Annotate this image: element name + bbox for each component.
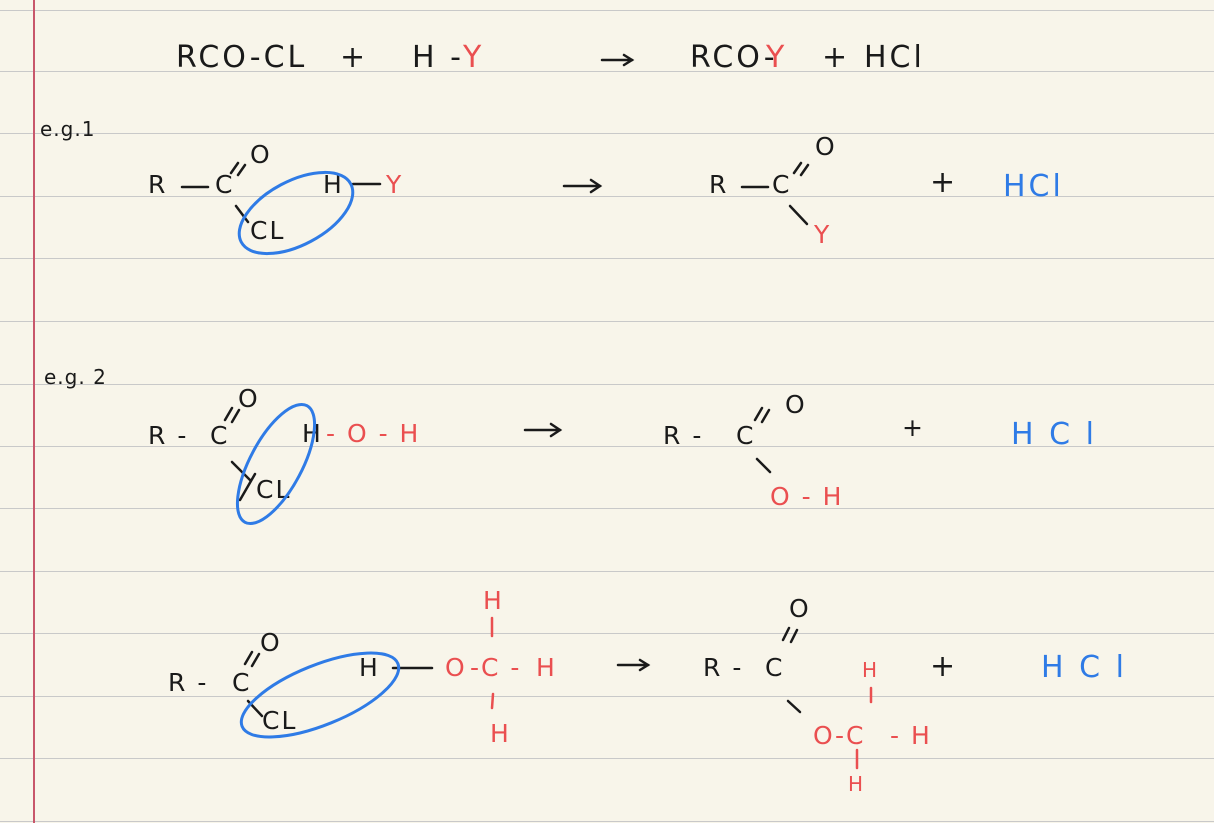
ruled-line (0, 10, 1214, 11)
ex1-bond-c-cl (234, 204, 250, 224)
ex3-prod-ester-h-top: H (862, 658, 879, 682)
ex3-arrow (616, 658, 651, 672)
general-reagent-h: H - (412, 40, 464, 75)
example-2-label: e.g. 2 (44, 365, 107, 389)
ex1-prod-c: C (772, 170, 792, 199)
ruled-line (0, 508, 1214, 509)
ex1-prod-o: O (815, 132, 837, 161)
ex1-y: Y (386, 170, 404, 199)
ex1-h: H (323, 170, 344, 199)
margin-line (33, 0, 35, 823)
ex1-r: R (148, 170, 168, 199)
ex2-dash-oh: - O - H (326, 419, 421, 448)
ex3-prod-ester-c: -C (835, 721, 866, 750)
general-arrow (600, 53, 635, 67)
ex2-highlight-loop (235, 402, 317, 526)
ex2-bond-cl-mark (238, 472, 257, 502)
ex1-prod-r: R (709, 170, 729, 199)
ex3-o: O (260, 628, 282, 657)
ex3-methanol-h-right: H (536, 653, 557, 682)
ex3-bond-c-o (243, 650, 261, 668)
ex3-methanol-h-bottom: H (490, 719, 511, 748)
ruled-line (0, 321, 1214, 322)
example-1-label: e.g.1 (40, 117, 96, 141)
ex1-plus: + (930, 165, 959, 200)
ex3-prod-ester-h-bottom: H (848, 772, 865, 796)
ex2-bond-c-cl (230, 460, 252, 482)
ruled-line (0, 758, 1214, 759)
ex1-prod-bond-c-o (792, 161, 810, 177)
ex1-prod-bond-c-y (788, 204, 809, 226)
general-plus-2: + (822, 40, 851, 75)
general-reagent-y: Y (463, 40, 485, 75)
ex3-c: C (232, 668, 252, 697)
ruled-line (0, 571, 1214, 572)
ex2-prod-c: C (736, 421, 756, 450)
ruled-line (0, 196, 1214, 197)
ex2-r: R - (148, 421, 189, 450)
ex2-h: H (302, 419, 323, 448)
ruled-line (0, 446, 1214, 447)
ex3-prod-bond-c-o (781, 626, 799, 644)
ex2-plus: + (902, 413, 925, 442)
ex3-bond-c-h-bottom (490, 692, 495, 710)
ex3-highlight-loop (239, 651, 401, 739)
ex3-methanol-h-top: H (483, 586, 504, 615)
ex1-cl: CL (250, 216, 286, 245)
ex1-byproduct: HCl (1003, 169, 1064, 204)
ex2-prod-bond-c-oh (755, 457, 772, 474)
general-plus: + (340, 40, 369, 75)
ex3-plus: + (930, 649, 959, 684)
ex2-bond-c-o (223, 406, 241, 424)
ex3-methanol-o: O (445, 653, 467, 682)
ex1-bond-c-o (229, 161, 247, 177)
ex1-prod-y: Y (814, 220, 832, 249)
ex2-prod-bond-c-o (753, 406, 771, 424)
ex3-methanol-c: -C - (470, 653, 522, 682)
ex2-prod-oh: O - H (770, 482, 844, 511)
general-byproduct: HCl (864, 40, 925, 75)
general-acyl-chloride: RCO-CL (176, 40, 308, 75)
ruled-line (0, 384, 1214, 385)
ruled-line (0, 71, 1214, 72)
ruled-line (0, 821, 1214, 822)
ex2-arrow (523, 422, 563, 438)
ex2-byproduct: H C l (1011, 417, 1097, 452)
ruled-line (0, 633, 1214, 634)
ex3-prod-c: C (765, 653, 785, 682)
general-product-y: Y (766, 40, 788, 75)
ex3-prod-ester-h-right: - H (890, 721, 932, 750)
ex3-prod-ester-o: O (813, 721, 835, 750)
ex1-o: O (250, 140, 272, 169)
ex3-cl: CL (262, 706, 298, 735)
ex3-byproduct: H C l (1041, 650, 1127, 685)
ex2-prod-o: O (785, 390, 807, 419)
ex1-c: C (215, 170, 235, 199)
general-product: RCO- (690, 40, 778, 75)
ruled-line (0, 133, 1214, 134)
ex3-prod-bond-c-o-ester (786, 699, 802, 714)
ex2-c: C (210, 421, 230, 450)
ex3-r: R - (168, 668, 209, 697)
ex1-arrow (562, 178, 603, 194)
ruled-line (0, 258, 1214, 259)
ex2-o: O (238, 384, 260, 413)
ex3-prod-o: O (789, 594, 811, 623)
ex1-highlight-loop (237, 170, 355, 256)
ex3-prod-r: R - (703, 653, 744, 682)
ex2-prod-r: R - (663, 421, 704, 450)
ruled-line (0, 696, 1214, 697)
ex3-h: H (359, 653, 380, 682)
